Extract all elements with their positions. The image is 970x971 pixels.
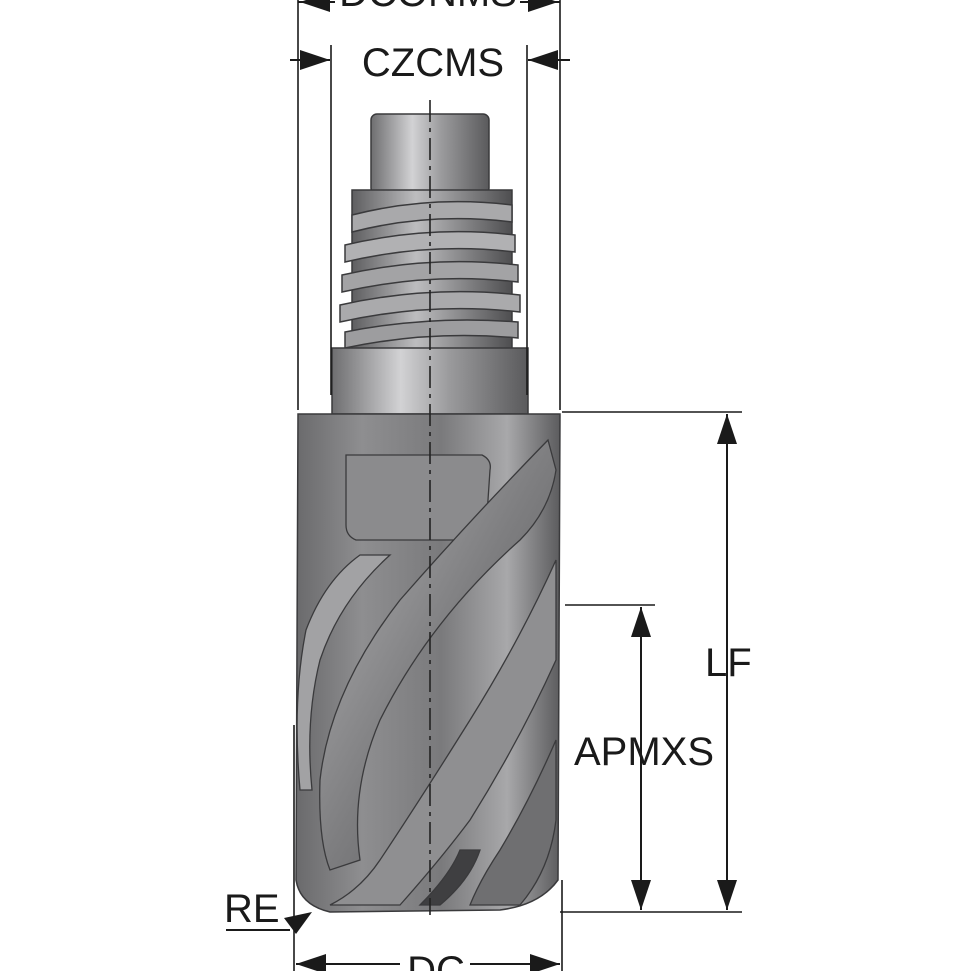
dc-arrow-right <box>530 954 560 971</box>
dconms-arrow-right <box>528 0 558 12</box>
lf-arrow-top <box>717 414 737 444</box>
apmxs-arrow-top <box>631 607 651 637</box>
dc-arrow-left <box>296 954 326 971</box>
helical-flutes <box>296 438 557 906</box>
label-czcms: CZCMS <box>362 41 504 85</box>
label-apmxs: APMXS <box>574 730 714 774</box>
re-arrow <box>284 912 312 934</box>
label-dc: DC <box>407 949 465 971</box>
label-re: RE <box>224 887 280 931</box>
czcms-arrow-right <box>528 50 558 70</box>
label-dconms: DCONMS <box>339 0 517 15</box>
dconms-arrow-left <box>300 0 330 12</box>
tool-body <box>295 113 561 913</box>
apmxs-arrow-bottom <box>631 880 651 910</box>
label-lf: LF <box>705 641 752 685</box>
dimension-lines <box>226 0 742 971</box>
czcms-arrow-left <box>300 50 330 70</box>
lf-arrow-bottom <box>717 880 737 910</box>
